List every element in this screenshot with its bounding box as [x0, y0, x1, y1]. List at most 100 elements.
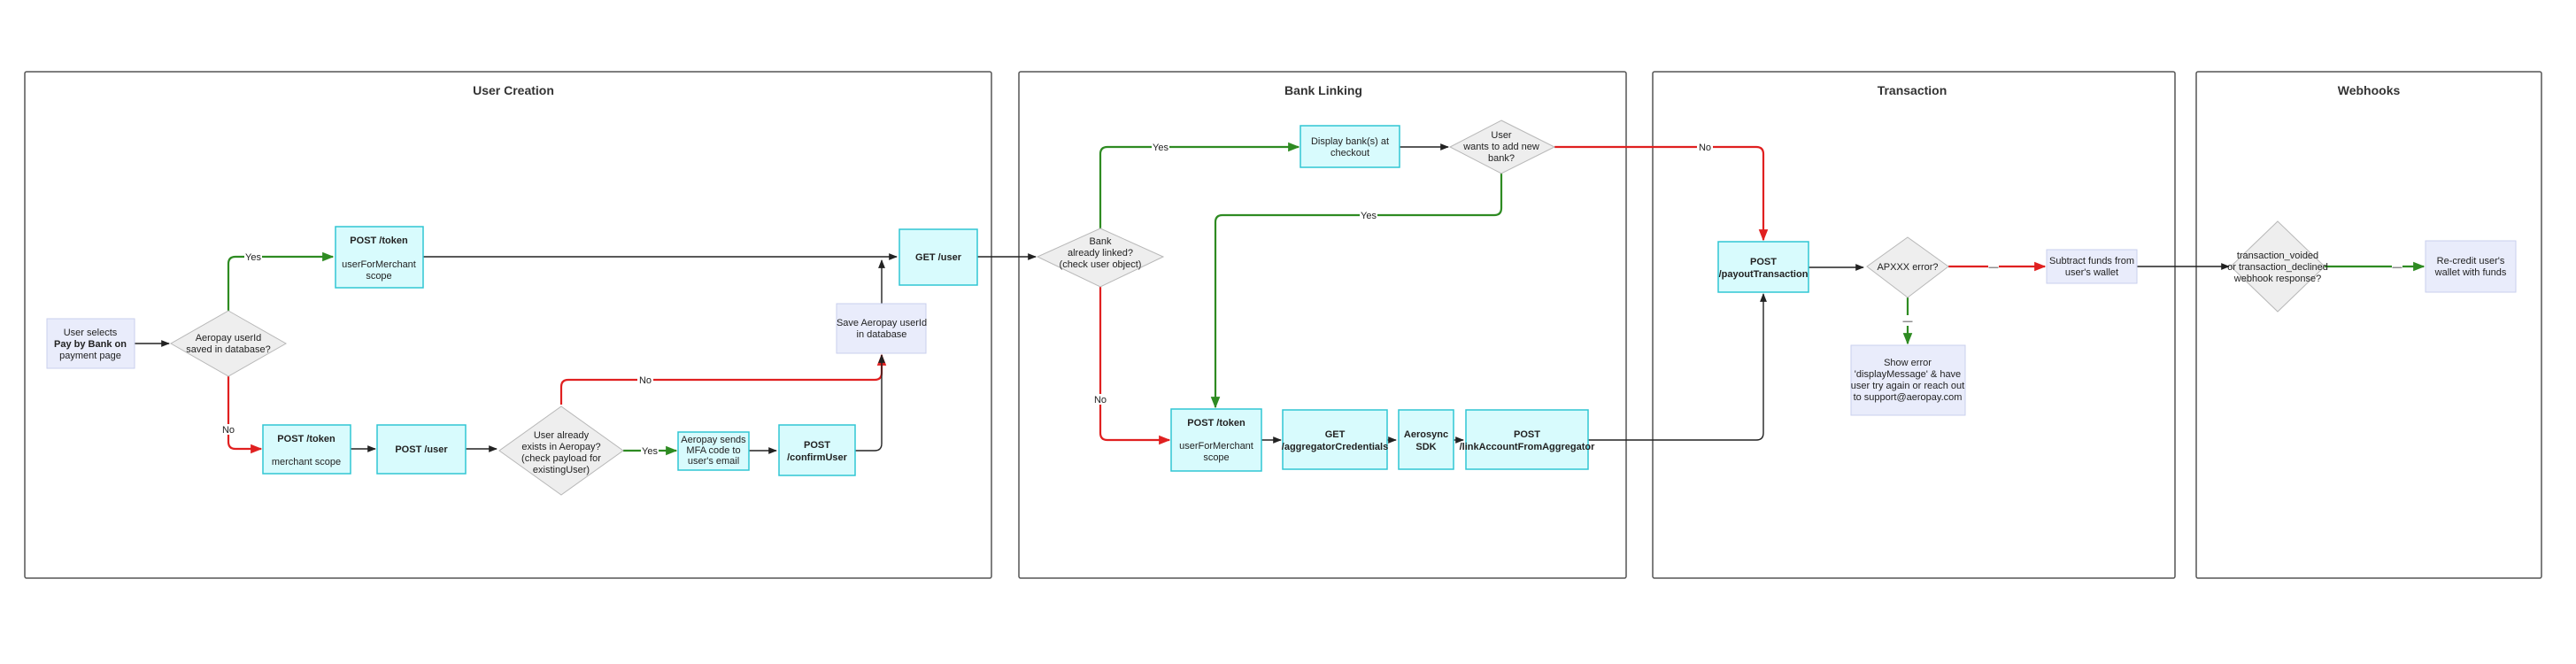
node-save-userid: Save Aeropay userId in database: [836, 303, 927, 354]
node-confirm-user: POST /confirmUser: [778, 424, 856, 476]
svg-text:/confirmUser: /confirmUser: [787, 452, 848, 463]
svg-text:user try again or reach out: user try again or reach out: [1851, 381, 1964, 391]
node-display-banks: Display bank(s) at checkout: [1300, 125, 1400, 168]
node-show-error: Show error 'displayMessage' & have user …: [1850, 344, 1966, 416]
svg-text:Subtract funds from: Subtract funds from: [2049, 256, 2134, 266]
edge-label-no: No: [1094, 395, 1107, 405]
svg-text:webhook response?: webhook response?: [2233, 274, 2321, 284]
node-link-account: POST /linkAccountFromAggregator: [1460, 409, 1596, 470]
node-user-selects: User selects Pay by Bank on payment page: [46, 318, 135, 369]
svg-text:user's wallet: user's wallet: [2065, 267, 2118, 278]
svg-text:exists in Aeropay?: exists in Aeropay?: [521, 442, 600, 452]
svg-text:User selects: User selects: [64, 328, 118, 338]
svg-text:in database: in database: [857, 329, 907, 340]
svg-text:/linkAccountFromAggregator: /linkAccountFromAggregator: [1460, 442, 1596, 452]
decision-bank-linked: Bank already linked? (check user object): [1036, 228, 1165, 288]
svg-text:Pay by Bank on: Pay by Bank on: [54, 339, 127, 350]
svg-text:POST /token: POST /token: [350, 235, 408, 246]
svg-text:POST: POST: [804, 440, 830, 451]
svg-text:saved in database?: saved in database?: [186, 344, 270, 355]
svg-text:GET: GET: [1325, 429, 1346, 440]
svg-text:(check payload for: (check payload for: [521, 453, 601, 464]
edge-no-payout: [1554, 145, 1769, 242]
decision-apxxx-error: APXXX error?: [1866, 236, 1949, 298]
edge-confirm-to-save: [855, 354, 885, 452]
edge-label-yes: Yes: [1153, 143, 1168, 153]
svg-text:POST /user: POST /user: [395, 444, 448, 455]
svg-text:APXXX error?: APXXX error?: [1877, 262, 1938, 273]
node-post-token-bank: POST /token userForMerchant scope: [1170, 408, 1262, 472]
svg-text:bank?: bank?: [1488, 153, 1515, 164]
svg-text:User already: User already: [534, 430, 590, 441]
edge-no-token: [227, 372, 263, 454]
decision-user-exists: User already exists in Aeropay? (check p…: [498, 405, 624, 496]
decision-transaction-voided: transaction_voided or transaction_declin…: [2227, 220, 2328, 313]
svg-text:Aerosync: Aerosync: [1404, 429, 1448, 440]
edge-label-dash: —: [2393, 262, 2402, 273]
node-aerosync-sdk: Aerosync SDK: [1398, 409, 1454, 470]
svg-text:userForMerchant: userForMerchant: [1179, 441, 1253, 452]
edge-yes-addbank: [1210, 174, 1503, 409]
svg-text:to support@aeropay.com: to support@aeropay.com: [1854, 392, 1963, 403]
edge-label-no: No: [1699, 143, 1711, 153]
svg-text:userForMerchant: userForMerchant: [342, 259, 416, 270]
svg-text:Display bank(s) at: Display bank(s) at: [1311, 136, 1389, 147]
frame-webhooks: Webhooks: [2195, 71, 2542, 579]
svg-text:SDK: SDK: [1415, 442, 1436, 452]
edge-link-to-payout: [1588, 293, 1767, 441]
edge-label-yes: Yes: [642, 446, 658, 457]
edge-label-dash: —: [1903, 316, 1913, 327]
edge-label-no: No: [639, 375, 652, 386]
node-get-aggregator-credentials: GET /aggregatorCredentials: [1282, 409, 1388, 470]
frame-title-webhooks: Webhooks: [2338, 83, 2401, 97]
edge-labels: Yes No No Yes Yes No Yes No — — —: [220, 142, 2402, 457]
edge-no-token-bank: [1099, 287, 1171, 445]
svg-text:'displayMessage' & have: 'displayMessage' & have: [1855, 369, 1961, 380]
node-recredit-wallet: Re-credit user's wallet with funds: [2425, 240, 2517, 293]
edge-label-yes: Yes: [1361, 211, 1377, 221]
svg-text:GET /user: GET /user: [915, 252, 962, 263]
svg-text:payment page: payment page: [59, 351, 121, 361]
svg-text:Bank: Bank: [1089, 236, 1112, 247]
svg-text:existingUser): existingUser): [533, 465, 590, 475]
svg-text:wallet with funds: wallet with funds: [2434, 267, 2507, 278]
svg-text:Aeropay sends: Aeropay sends: [681, 435, 746, 445]
svg-text:POST: POST: [1514, 429, 1540, 440]
node-subtract-funds: Subtract funds from user's wallet: [2046, 249, 2138, 284]
svg-text:or transaction_declined: or transaction_declined: [2227, 262, 2328, 273]
svg-text:(check user object): (check user object): [1060, 259, 1142, 270]
svg-text:scope: scope: [366, 271, 391, 282]
svg-text:scope: scope: [1203, 452, 1229, 463]
edges: [135, 142, 2426, 456]
node-mfa-code: Aeropay sends MFA code to user's email: [677, 431, 750, 471]
edge-label-no: No: [222, 425, 235, 436]
decision-userid-saved: Aeropay userId saved in database?: [169, 310, 288, 377]
frame-title-bank-linking: Bank Linking: [1284, 83, 1362, 97]
edge-yes-token: [227, 251, 335, 316]
svg-text:POST: POST: [1750, 257, 1777, 267]
svg-text:Aeropay userId: Aeropay userId: [196, 333, 262, 344]
svg-text:checkout: checkout: [1330, 148, 1369, 158]
node-payout-transaction: POST /payoutTransaction: [1717, 241, 1809, 293]
decision-add-new-bank: User wants to add new bank?: [1448, 120, 1556, 174]
frame-title-user-creation: User Creation: [473, 83, 554, 97]
svg-text:wants to add new: wants to add new: [1462, 142, 1539, 152]
svg-text:/aggregatorCredentials: /aggregatorCredentials: [1282, 442, 1388, 452]
node-get-user: GET /user: [899, 228, 978, 286]
svg-text:/payoutTransaction: /payoutTransaction: [1719, 269, 1809, 280]
node-post-token-usermerchant: POST /token userForMerchant scope: [335, 226, 424, 289]
edge-label-yes: Yes: [245, 252, 261, 263]
svg-text:User: User: [1491, 130, 1512, 141]
svg-text:POST /token: POST /token: [277, 434, 335, 444]
node-post-user: POST /user: [376, 424, 467, 475]
svg-text:Re-credit user's: Re-credit user's: [2437, 256, 2505, 266]
svg-text:MFA code to: MFA code to: [686, 445, 740, 456]
svg-text:merchant scope: merchant scope: [272, 457, 341, 467]
svg-text:already linked?: already linked?: [1068, 248, 1133, 259]
svg-text:POST /token: POST /token: [1187, 418, 1246, 429]
edge-yes-display: [1099, 142, 1300, 232]
svg-text:Show error: Show error: [1884, 358, 1932, 368]
edge-label-dash: —: [1989, 262, 1999, 273]
frame-title-transaction: Transaction: [1878, 83, 1947, 97]
